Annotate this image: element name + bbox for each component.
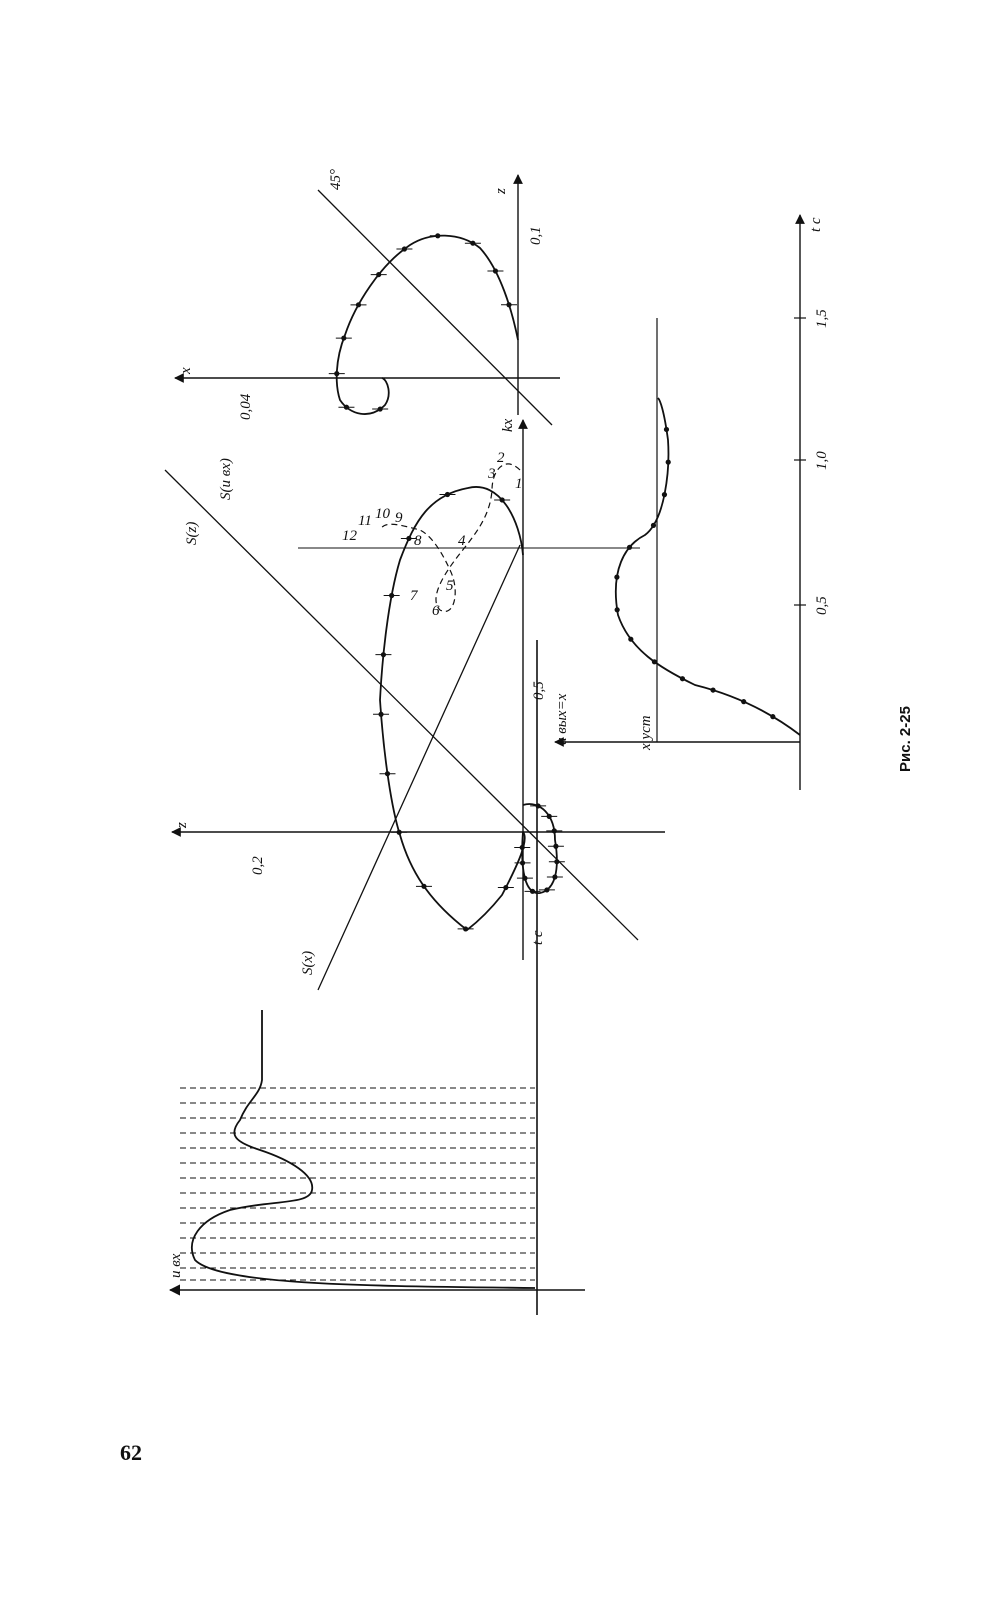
angle-45-label: 45°	[328, 169, 344, 190]
curve-point	[529, 888, 536, 894]
curve-point	[614, 574, 620, 580]
top-right-phase-diagram: x 0,04 z 0,1 45°	[174, 169, 560, 426]
point-8: 8	[414, 533, 422, 549]
curve-point	[650, 522, 657, 528]
curve-point	[470, 240, 476, 246]
curve-point	[679, 676, 686, 682]
middle-phase-diagram: z 0,2 S(x) S(z) S(u вх) t c 0,5 u вых=x …	[164, 418, 665, 991]
curve-point	[614, 607, 620, 613]
dashed-trajectory	[379, 463, 521, 612]
curve-point	[380, 652, 387, 658]
curve-point	[651, 659, 658, 665]
kx-label: kx	[500, 418, 516, 432]
curve-point	[444, 491, 451, 498]
t-c-label-left: t c	[530, 930, 546, 945]
x-axis-label: x	[178, 367, 194, 375]
tick-0-2: 0,2	[250, 856, 266, 875]
curve-point	[519, 860, 526, 866]
curve-point	[463, 926, 469, 932]
s-x-label: S(x)	[300, 951, 316, 975]
s-z-label: S(z)	[184, 522, 200, 545]
curve-point	[770, 714, 776, 720]
curve-point	[553, 843, 559, 849]
output-response-graph: x уст 0,5 1,0 1,5 t c Рис. 2-25	[554, 214, 914, 790]
curve-point	[710, 687, 716, 693]
z-axis-label: z	[174, 822, 190, 829]
curve-point	[406, 535, 412, 542]
point-number-labels: 1 2 3 4 5 6 7 8 9 10 11 12	[342, 450, 523, 619]
point-5: 5	[446, 578, 454, 594]
hatch-marks	[328, 235, 565, 930]
line-45-deg	[317, 189, 553, 426]
curve-point	[626, 544, 633, 550]
tick-1-0: 1,0	[814, 451, 830, 470]
curve-point	[552, 874, 558, 880]
curve-point	[628, 636, 634, 642]
curve-point	[503, 884, 509, 891]
curve-point	[661, 492, 668, 498]
point-11: 11	[358, 513, 372, 529]
curve-point	[401, 246, 408, 252]
curve-point	[492, 268, 499, 274]
curve-points	[334, 233, 776, 932]
curve-point	[396, 829, 402, 835]
curve-point	[663, 426, 670, 433]
figure-caption: Рис. 2-25	[897, 706, 914, 772]
curve-point	[499, 497, 505, 503]
z-axis-label-top: z	[493, 188, 509, 195]
curve-point	[377, 406, 383, 412]
curve-point	[522, 875, 528, 881]
curve-point	[506, 302, 512, 308]
point-9: 9	[395, 510, 403, 526]
curve-point	[334, 371, 340, 377]
dashed-projection-lines	[180, 1087, 535, 1281]
point-7: 7	[410, 588, 419, 604]
point-4: 4	[458, 533, 466, 549]
curve-point	[355, 302, 362, 308]
point-12: 12	[342, 528, 358, 544]
curve-point	[665, 459, 671, 465]
tick-0-04: 0,04	[238, 393, 254, 420]
s-x-line	[317, 544, 521, 991]
time-ticks	[794, 317, 806, 606]
point-1: 1	[515, 476, 523, 492]
u-in-curve	[191, 1010, 536, 1289]
point-10: 10	[375, 506, 391, 522]
point-6: 6	[432, 603, 440, 619]
page-number: 62	[120, 1440, 142, 1465]
tick-0-1: 0,1	[528, 226, 544, 245]
curve-point	[519, 844, 525, 851]
tick-0-5: 0,5	[814, 596, 830, 615]
phase-trajectory-top	[335, 234, 519, 415]
curve-point	[384, 771, 391, 777]
curve-point	[546, 813, 552, 819]
phase-trajectory-main	[379, 486, 526, 932]
curve-point	[376, 271, 382, 278]
s-uin-label: S(u вх)	[218, 458, 234, 500]
point-2: 2	[497, 450, 505, 466]
curve-point	[544, 887, 550, 893]
curve-point	[341, 335, 347, 341]
tick-0-5-mid: 0,5	[531, 681, 547, 700]
curve-point	[343, 404, 350, 410]
tick-1-5: 1,5	[814, 309, 830, 328]
t-c-label-right: t c	[808, 217, 824, 232]
curve-point	[535, 803, 541, 809]
u-out-eq-x-label: u вых=x	[554, 693, 570, 745]
x-ust-label: x уст	[638, 715, 654, 751]
curve-point	[551, 828, 557, 834]
response-curve	[614, 397, 801, 736]
curve-point	[378, 711, 384, 717]
u-in-label: u вх	[168, 1253, 184, 1278]
curve-point	[389, 592, 395, 599]
origin-loop	[521, 803, 558, 894]
curve-point	[435, 233, 441, 239]
point-3: 3	[487, 466, 496, 482]
curve-point	[554, 859, 560, 865]
curve-point	[421, 883, 427, 889]
input-signal-graph: u вх	[168, 640, 585, 1315]
curve-point	[741, 699, 747, 705]
